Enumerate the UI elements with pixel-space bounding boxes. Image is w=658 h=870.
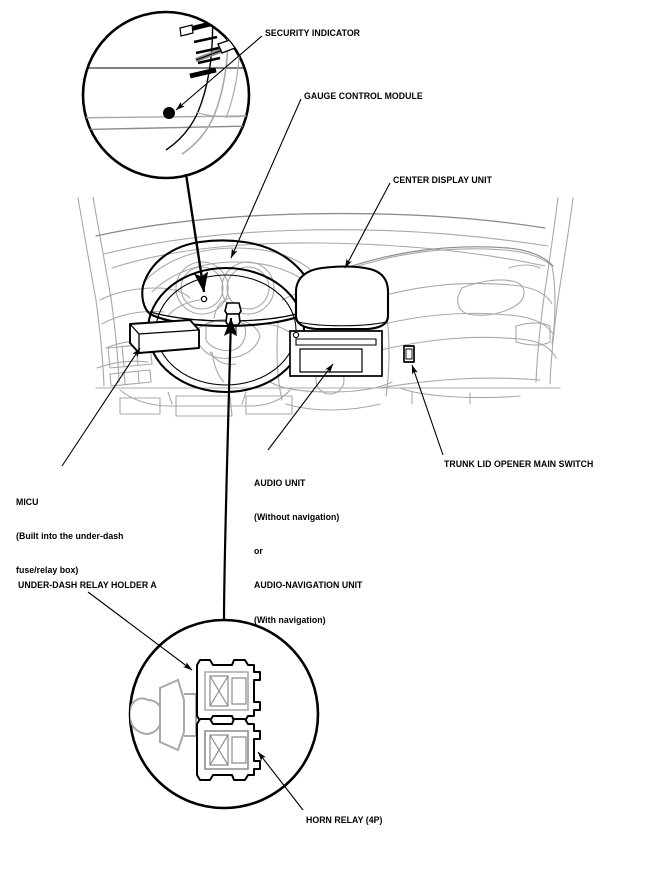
label-audio-line4: AUDIO-NAVIGATION UNIT [254, 580, 363, 591]
security-indicator-dot-icon[interactable] [200, 295, 208, 303]
leader-under-dash-relay-holder [87, 591, 193, 671]
center-display-unit-part[interactable] [294, 265, 390, 331]
label-center-display-unit: CENTER DISPLAY UNIT [393, 175, 492, 185]
label-micu-line2: (Built into the under-dash [16, 531, 124, 542]
leader-trunk-switch [411, 364, 444, 456]
relay-holder-icon[interactable] [224, 302, 242, 334]
label-audio-unit: AUDIO UNIT (Without navigation) or AUDIO… [254, 455, 362, 649]
leader-audio-unit [267, 363, 334, 451]
label-audio-line1: AUDIO UNIT [254, 477, 306, 488]
leader-gauge-control-module [230, 98, 302, 259]
audio-unit-part[interactable] [289, 330, 383, 377]
label-under-dash-relay-holder-a: UNDER-DASH RELAY HOLDER A [18, 580, 157, 590]
label-audio-line2: (Without navigation) [254, 512, 340, 523]
label-security-indicator: SECURITY INDICATOR [265, 28, 361, 38]
label-horn-relay: HORN RELAY (4P) [306, 815, 383, 825]
label-micu-line3: fuse/relay box) [16, 565, 79, 576]
label-gauge-control-module: GAUGE CONTROL MODULE [304, 91, 423, 101]
label-micu-line1: MICU [16, 496, 39, 507]
security-indicator-lamp-icon[interactable] [163, 107, 175, 119]
label-audio-line5: (With navigation) [254, 614, 326, 625]
detail-circle-relay-holder [128, 317, 320, 810]
micu-module-icon[interactable] [129, 319, 200, 354]
leader-security-indicator [175, 35, 263, 111]
leader-micu [61, 347, 141, 467]
label-trunk-lid-opener-main-switch: TRUNK LID OPENER MAIN SWITCH [444, 459, 594, 469]
trunk-switch-icon[interactable] [403, 345, 415, 363]
label-micu: MICU (Built into the under-dash fuse/rel… [16, 474, 124, 599]
label-audio-line3: or [254, 546, 263, 557]
leader-center-display-unit [344, 182, 391, 269]
leader-horn-relay [257, 751, 304, 811]
dashboard-structure-edges [95, 212, 554, 267]
leader-lines [61, 35, 444, 811]
